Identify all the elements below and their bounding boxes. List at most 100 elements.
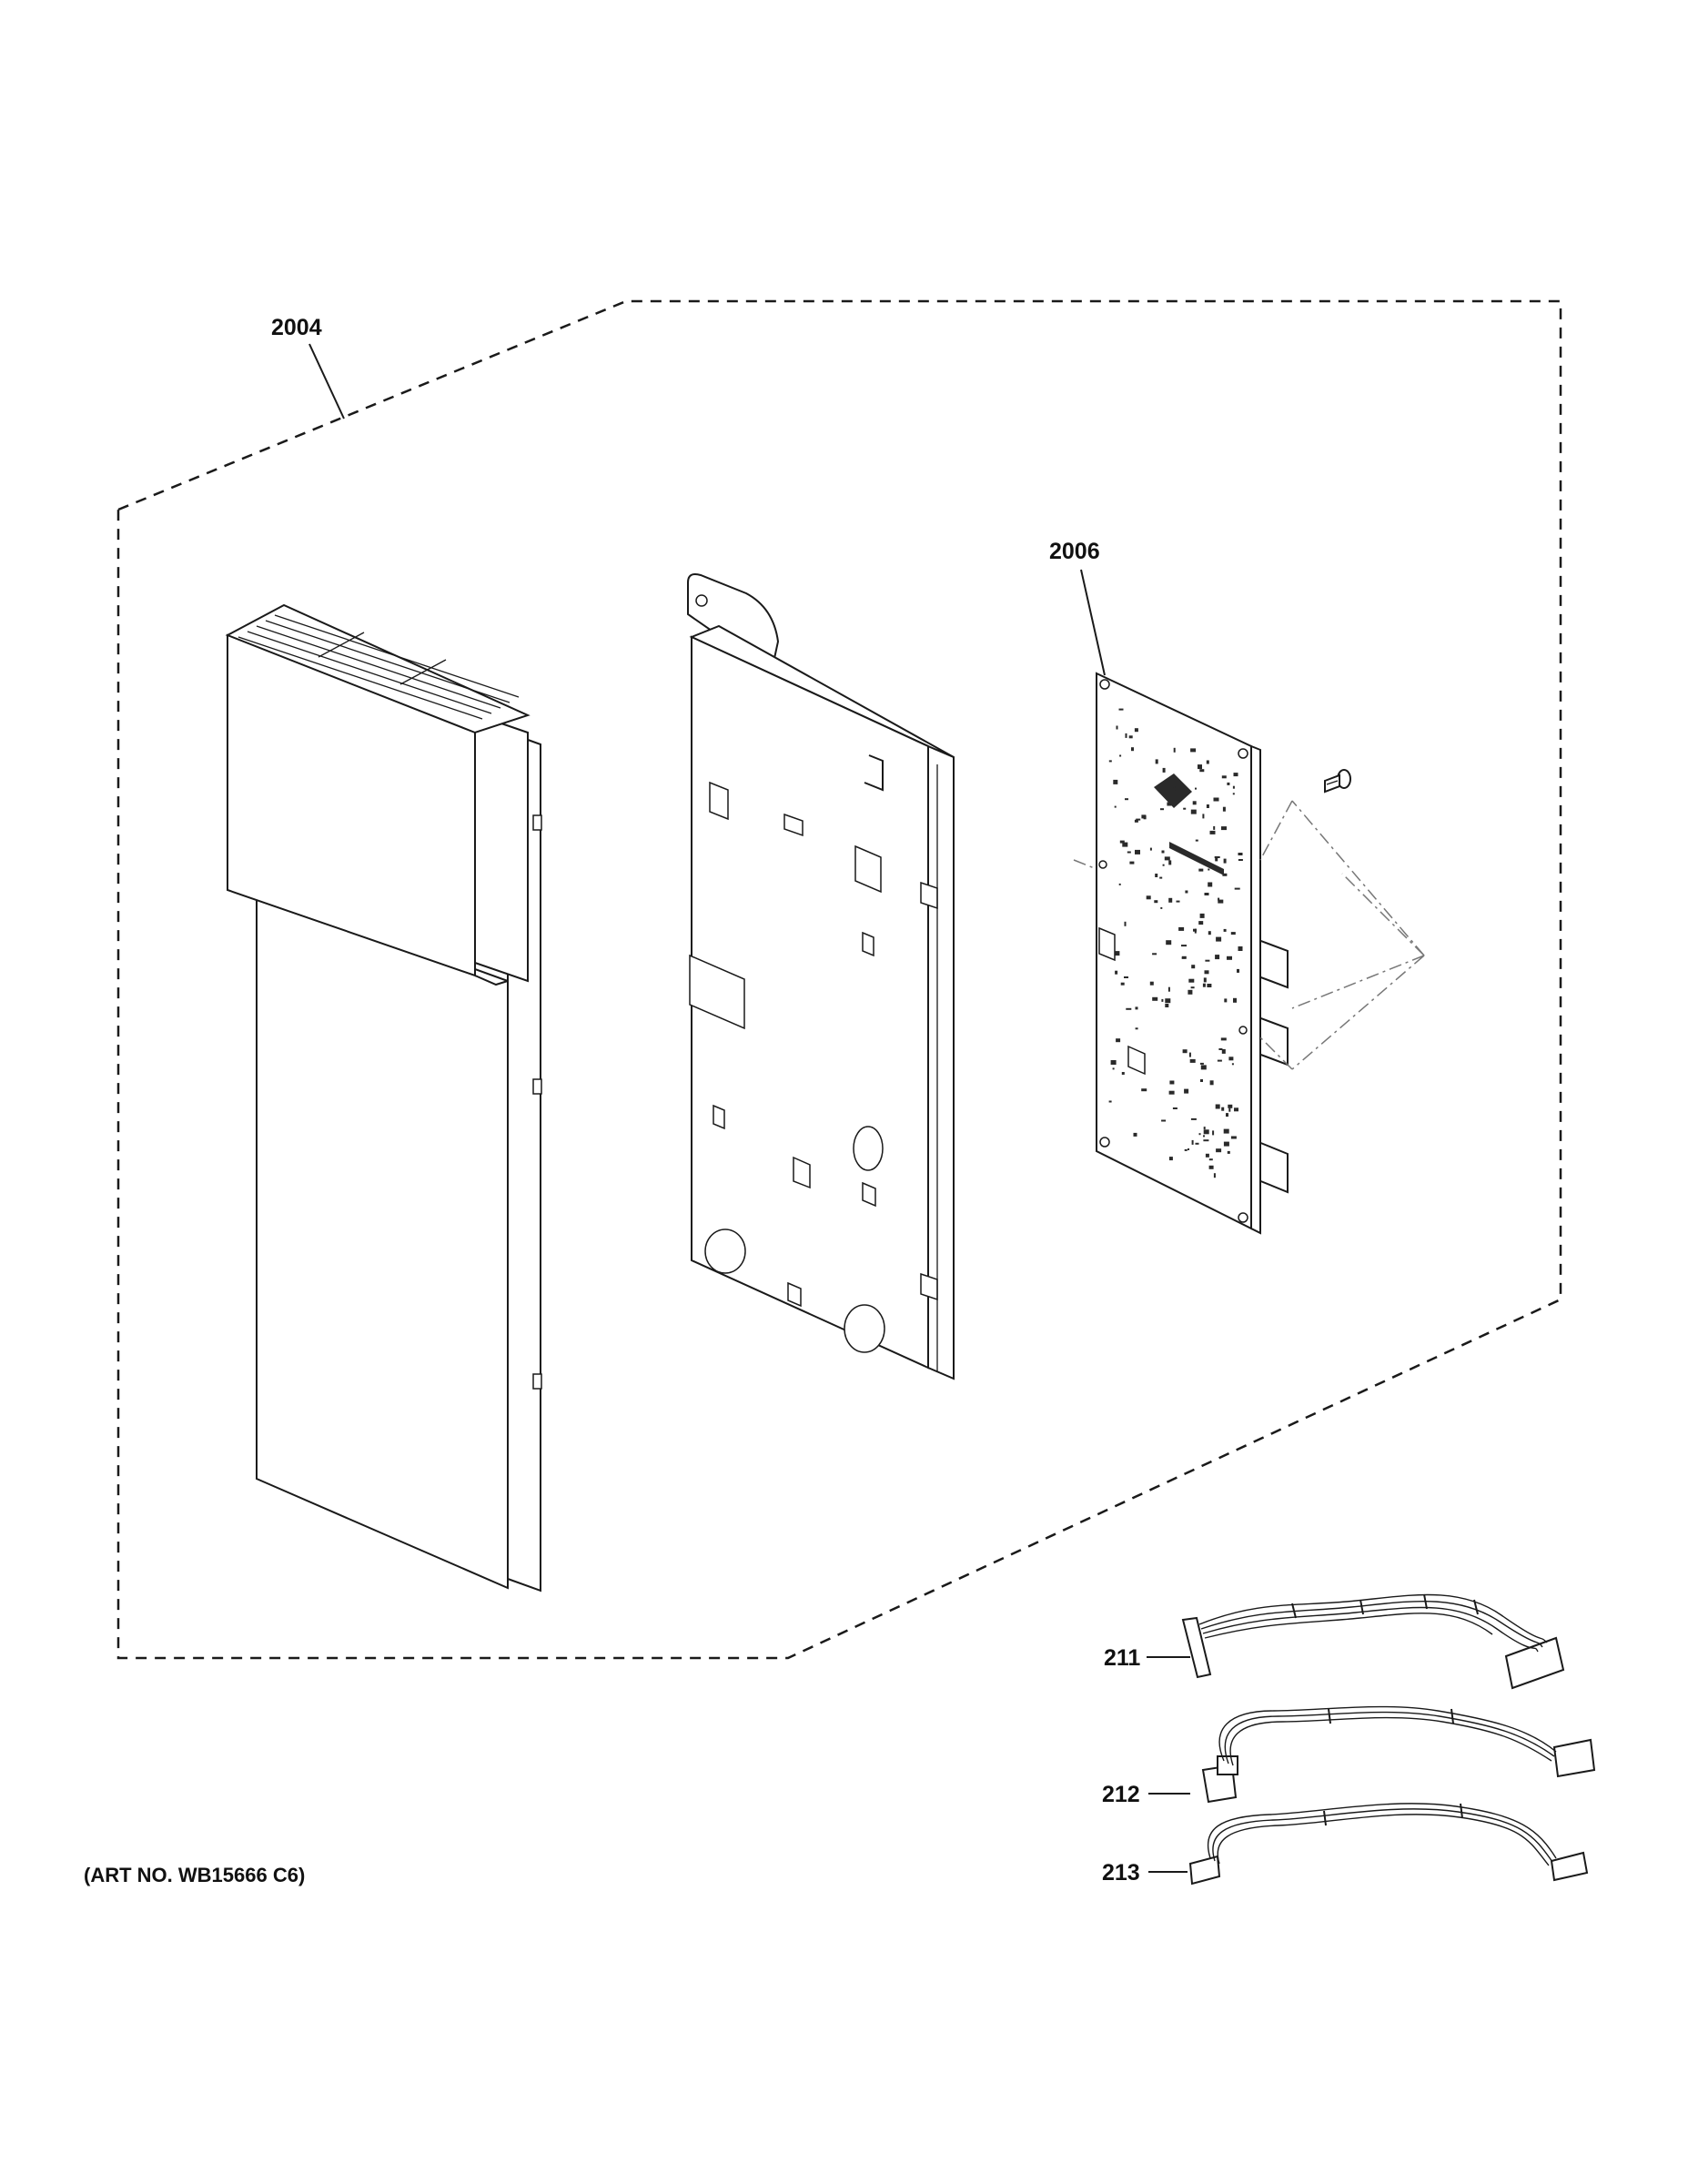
board-component: [1188, 989, 1193, 995]
board-component: [1221, 1048, 1226, 1054]
callout-213: 213: [1102, 1860, 1140, 1886]
board-component: [1198, 921, 1204, 925]
assembly-boundary: [116, 299, 1562, 1660]
callout-211: 211: [1104, 1645, 1140, 1671]
board-component: [1192, 801, 1197, 805]
board-component: [1133, 1132, 1137, 1137]
board-component: [1134, 819, 1138, 823]
board-component: [1221, 775, 1227, 779]
board-component: [1191, 965, 1196, 969]
board-component: [1141, 1088, 1147, 1092]
board-component: [1125, 733, 1127, 738]
board-component: [1228, 1057, 1234, 1061]
board-component: [1188, 978, 1195, 983]
board-component: [1126, 1007, 1132, 1010]
board-component: [1162, 767, 1166, 773]
board-component: [1120, 982, 1125, 986]
board-component: [1221, 1107, 1225, 1111]
callout-2004: 2004: [271, 315, 322, 340]
board-component: [1230, 1136, 1237, 1139]
board-component: [1208, 868, 1210, 871]
board-component: [1227, 1150, 1230, 1154]
board-component: [1115, 951, 1120, 956]
board-component: [1129, 861, 1135, 864]
board-component: [1116, 725, 1118, 730]
board-component: [1119, 840, 1125, 844]
board-component: [1173, 785, 1176, 788]
board-component: [1218, 899, 1224, 904]
control-panel: [225, 603, 542, 1592]
board-component: [1191, 1139, 1194, 1145]
board-component: [1168, 1090, 1175, 1095]
art-number: (ART NO. WB15666 C6): [84, 1864, 305, 1886]
board-component: [1176, 900, 1180, 903]
board-component: [1234, 1107, 1238, 1112]
board-component: [1190, 1117, 1197, 1120]
board-component: [1115, 970, 1118, 975]
board-component: [1220, 1037, 1227, 1041]
board-component: [1146, 895, 1151, 900]
board-component: [1218, 897, 1220, 901]
board-component: [1203, 1127, 1206, 1130]
board-component: [1206, 760, 1209, 764]
board-component: [1200, 1065, 1207, 1070]
wire-harness-213: [1188, 1803, 1589, 1886]
board-component: [1198, 764, 1202, 770]
board-component: [1152, 953, 1157, 956]
board-component: [1199, 769, 1205, 773]
board-component: [1223, 1141, 1229, 1147]
board-component: [1185, 890, 1188, 894]
board-component: [1112, 1067, 1115, 1070]
board-component: [1110, 1060, 1117, 1065]
board-component: [1204, 970, 1209, 975]
board-component: [1223, 1128, 1229, 1134]
board-component: [1213, 1173, 1216, 1178]
board-component: [1238, 946, 1243, 951]
board-component: [1216, 936, 1222, 942]
board-component: [1135, 1006, 1138, 1010]
board-component: [1127, 851, 1131, 854]
board-component: [1203, 977, 1207, 983]
board-component: [1167, 802, 1172, 806]
board-component: [1131, 747, 1134, 752]
board-component: [1202, 983, 1206, 987]
board-component: [1227, 956, 1232, 960]
callout-212: 212: [1102, 1782, 1140, 1807]
board-component: [1169, 1080, 1175, 1085]
board-component: [1114, 805, 1117, 808]
board-component: [1165, 1004, 1169, 1007]
board-component: [1166, 940, 1172, 945]
board-component: [1168, 897, 1173, 903]
board-component: [1190, 809, 1197, 814]
board-component: [1161, 850, 1165, 854]
board-component: [1182, 1049, 1188, 1054]
board-component: [1184, 1088, 1189, 1094]
board-component: [1164, 856, 1170, 861]
screw: [1324, 769, 1351, 794]
board-component: [1238, 853, 1243, 855]
board-component: [1208, 882, 1213, 887]
board-component: [1234, 887, 1240, 890]
board-component: [1208, 931, 1211, 935]
board-component: [1228, 1104, 1233, 1108]
board-component: [1195, 1142, 1199, 1145]
control-board: [1096, 672, 1289, 1235]
board-component: [1124, 976, 1128, 978]
board-component: [1116, 1038, 1121, 1043]
board-component: [1195, 787, 1197, 790]
board-component: [1175, 786, 1178, 791]
board-component: [1188, 1052, 1191, 1057]
board-component: [1141, 814, 1147, 819]
board-component: [1108, 760, 1112, 763]
board-component: [1173, 747, 1176, 753]
mounting-bracket: [687, 573, 955, 1380]
board-component: [1215, 1104, 1220, 1109]
board-component: [1118, 708, 1124, 711]
board-component: [1160, 906, 1163, 909]
board-component: [1189, 1058, 1196, 1063]
board-component: [1205, 1153, 1209, 1158]
board-component: [1213, 797, 1219, 802]
board-component: [1218, 1048, 1223, 1050]
board-component: [1190, 748, 1197, 753]
